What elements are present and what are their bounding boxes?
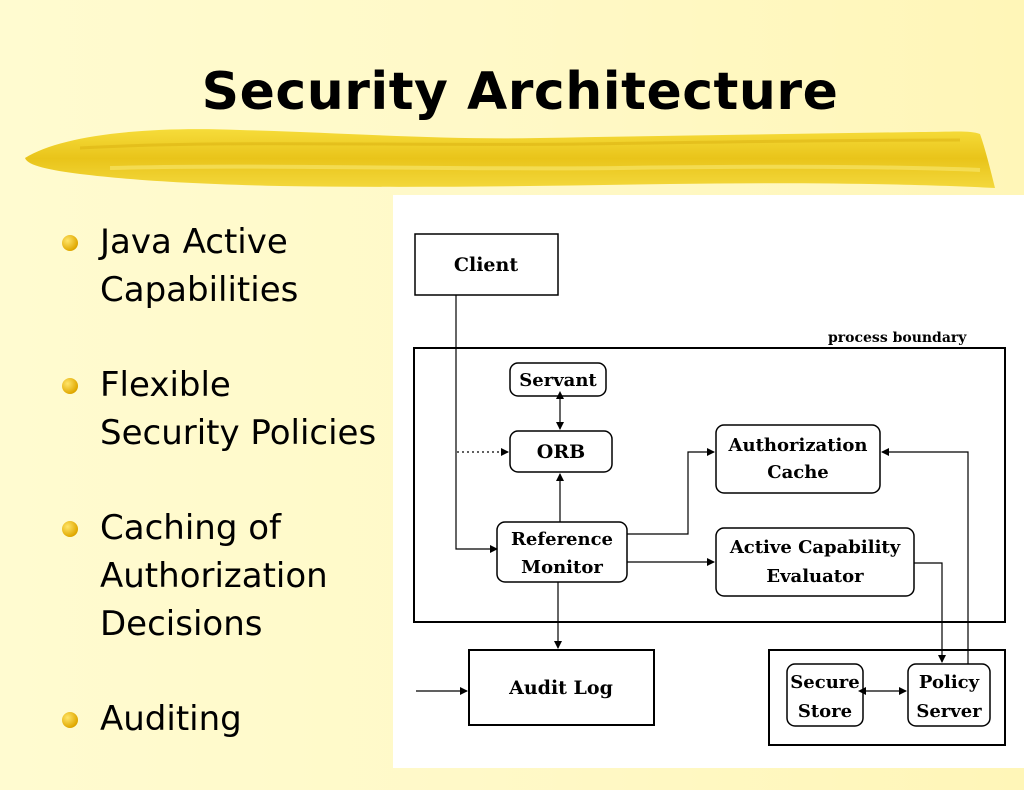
- bullet-list: Java Active Capabilities Flexible Securi…: [60, 218, 400, 790]
- evaluator-to-policy-connector: [914, 562, 946, 663]
- bullet-text: Caching of Authorization Decisions: [100, 508, 328, 644]
- bullet-item: Auditing: [60, 695, 400, 743]
- bullet-text: Java Active Capabilities: [100, 222, 299, 310]
- bullet-dot-icon: [62, 712, 78, 728]
- bullet-item: Caching of Authorization Decisions: [60, 504, 400, 648]
- secure-store-box: [786, 663, 864, 727]
- process-boundary-box: [413, 347, 1006, 623]
- ac-evaluator-label-2: Evaluator: [766, 566, 864, 587]
- orb-label: ORB: [537, 441, 585, 463]
- reference-monitor-label-1: Reference: [511, 529, 613, 550]
- policy-server-label-2: Server: [916, 701, 982, 722]
- architecture-diagram: process boundary Client Servant ORB Refe…: [413, 233, 1006, 746]
- audit-log-box: [468, 649, 655, 726]
- brush-stroke-decoration: [25, 129, 995, 188]
- reference-monitor-label-2: Monitor: [521, 557, 603, 578]
- bullet-item: Java Active Capabilities: [60, 218, 400, 314]
- monitor-to-cache-connector: [627, 448, 715, 535]
- bullet-text: Auditing: [100, 699, 242, 739]
- client-box: [414, 233, 559, 296]
- client-to-monitor-connector: [455, 295, 498, 553]
- process-boundary-label: process boundary: [828, 330, 967, 346]
- authorization-cache-box: [715, 424, 881, 494]
- slide-title: Security Architecture: [201, 62, 839, 122]
- secure-store-label-2: Store: [798, 701, 852, 722]
- bullet-dot-icon: [62, 235, 78, 251]
- policy-server-box: [907, 663, 991, 727]
- client-label: Client: [454, 254, 518, 276]
- audit-log-label: Audit Log: [508, 677, 613, 699]
- secure-store-label-1: Secure: [790, 672, 859, 693]
- policy-server-label-1: Policy: [919, 672, 980, 693]
- authorization-cache-label-2: Cache: [767, 462, 829, 483]
- ac-evaluator-label-1: Active Capability: [729, 537, 901, 558]
- orb-box: [509, 430, 613, 473]
- ac-evaluator-box: [715, 527, 915, 597]
- authorization-cache-label-1: Authorization: [728, 435, 868, 456]
- bullet-text: Flexible Security Policies: [100, 365, 377, 453]
- policy-to-cache-connector: [881, 448, 969, 664]
- bullet-dot-icon: [62, 378, 78, 394]
- diagram-panel: process boundary Client Servant ORB Refe…: [393, 195, 1024, 768]
- bullet-dot-icon: [62, 521, 78, 537]
- servant-label: Servant: [519, 370, 597, 391]
- bullet-item: Flexible Security Policies: [60, 361, 400, 457]
